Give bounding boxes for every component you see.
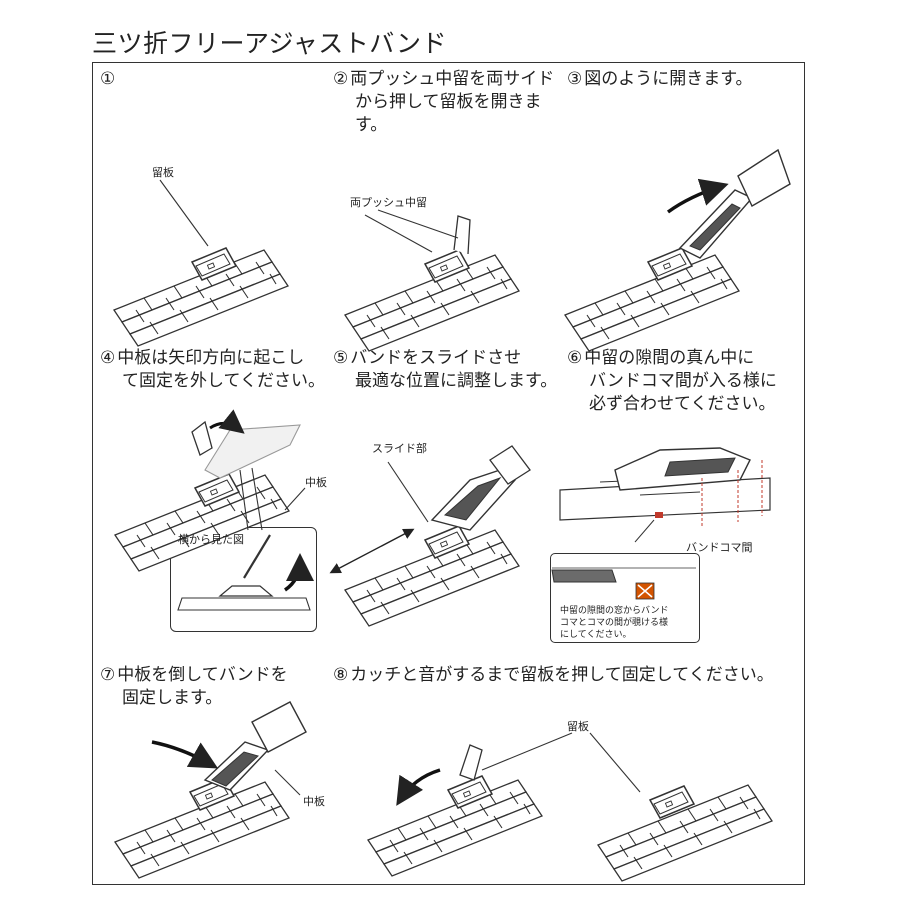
label-nakaita-step7: 中板 [303,795,325,808]
step-5-line-1: バンドをスライドさせ [350,348,522,368]
step-2-illustration [344,209,520,352]
step-7-number: ⑦ [100,665,116,685]
label-band-koma: バンドコマ間 [686,541,753,554]
step-1-text: ① [100,68,115,91]
step-7-illustration [114,701,307,879]
step-3-line-1: 図のように開きます。 [584,69,753,89]
step-4-line-1: 中板は矢印方向に起こし [117,348,305,368]
step-6-line-3: 必ず合わせてください。 [589,394,776,414]
step-4-illustration [114,409,314,611]
label-side-view: 横から見た図 [178,533,244,546]
step-5-number: ⑤ [333,348,349,368]
step-4-number: ④ [100,348,116,368]
step-7-line-2: 固定します。 [122,688,223,708]
step-7-line-1: 中板を倒してバンドを [117,665,288,685]
label-tomeita-step8: 留板 [567,720,589,733]
step-6-illustration [551,447,771,600]
step-4-line-2: て固定を外してください。 [122,371,325,391]
label-push-clasp: 両プッシュ中留 [350,196,427,209]
step-8-line-1: カッチと音がするまで留板を押して固定してください。 [350,665,774,685]
step-5-illustration [329,445,531,627]
step-1-illustration [113,179,289,347]
label-tomeita-step1: 留板 [152,166,174,179]
step-6-line-1: 中留の隙間の真ん中に [584,348,755,368]
step-6-line-2: バンドコマ間が入る様に [589,371,777,391]
step-1-number: ① [100,69,116,89]
step-8-illustration [367,732,773,882]
label-nakaita-step4: 中板 [305,476,327,489]
window-note-line-1: 中留の隙間の窓からバンド [560,606,669,616]
window-note-line-3: にしてください。 [560,630,632,640]
step-6-number: ⑥ [567,348,583,368]
step-3-number: ③ [567,69,583,89]
window-note-line-2: コマとコマの間が覗ける様 [560,618,669,628]
label-slide-part: スライド部 [372,442,427,455]
step-3-illustration [564,148,791,352]
step-2-line-2: から押して留板を開きま [355,92,542,112]
page-title: 三ツ折フリーアジャストバンド [92,29,448,58]
step-2-line-1: 両プッシュ中留を両サイド [350,69,555,89]
step-2-line-3: す。 [355,115,388,135]
label-window-note: 中留の隙間の窓からバンド コマとコマの間が覗ける様 にしてください。 [560,605,668,641]
step-2-number: ② [333,69,349,89]
step-5-line-2: 最適な位置に調整します。 [355,371,558,391]
step-8-number: ⑧ [333,665,349,685]
instruction-frame [92,62,805,885]
